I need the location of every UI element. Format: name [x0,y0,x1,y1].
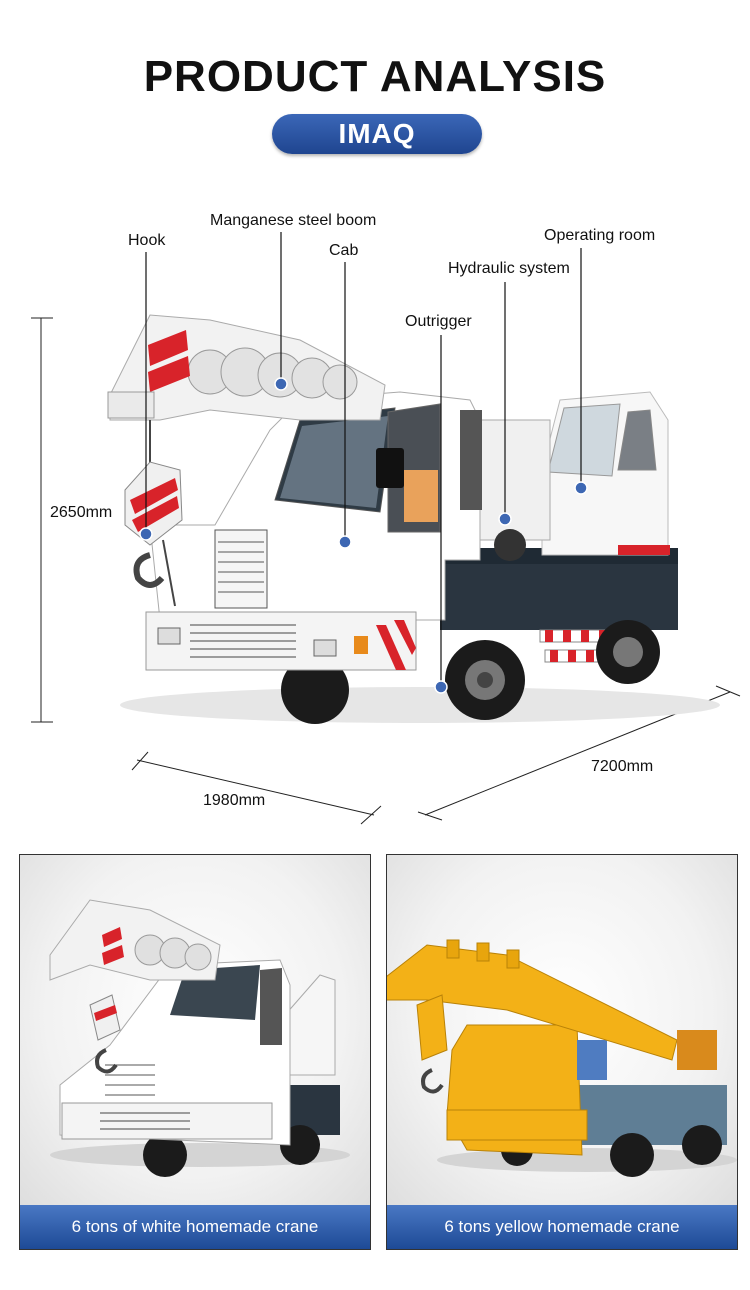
dimension-height: 2650mm [50,504,113,521]
yellow-crane-image [387,939,737,1177]
callout-boom: Manganese steel boom [210,212,377,229]
white-crane-image [49,899,350,1177]
callout-hydraulic: Hydraulic system [448,260,570,277]
page-title: PRODUCT ANALYSIS [143,52,607,101]
hook-assembly [124,420,183,588]
leader-lines [145,232,582,687]
dimension-lines [31,317,741,825]
callout-hook: Hook [128,232,166,249]
product-caption-yellow: 6 tons yellow homemade crane [387,1205,737,1249]
dimension-width: 1980mm [203,792,266,809]
product-panel-yellow: 6 tons yellow homemade crane [386,854,738,1250]
callout-operating-room: Operating room [544,227,656,244]
product-caption-white: 6 tons of white homemade crane [20,1205,370,1249]
callout-cab: Cab [329,242,359,259]
product-panel-white: 6 tons of white homemade crane [19,854,371,1250]
brand-badge: IMAQ [272,114,482,154]
wheels [281,620,660,724]
dimension-length: 7200mm [591,758,654,775]
boom [107,314,386,421]
callout-outrigger: Outrigger [405,313,472,330]
crane-diagram [31,232,741,825]
marker-dots [139,377,588,694]
